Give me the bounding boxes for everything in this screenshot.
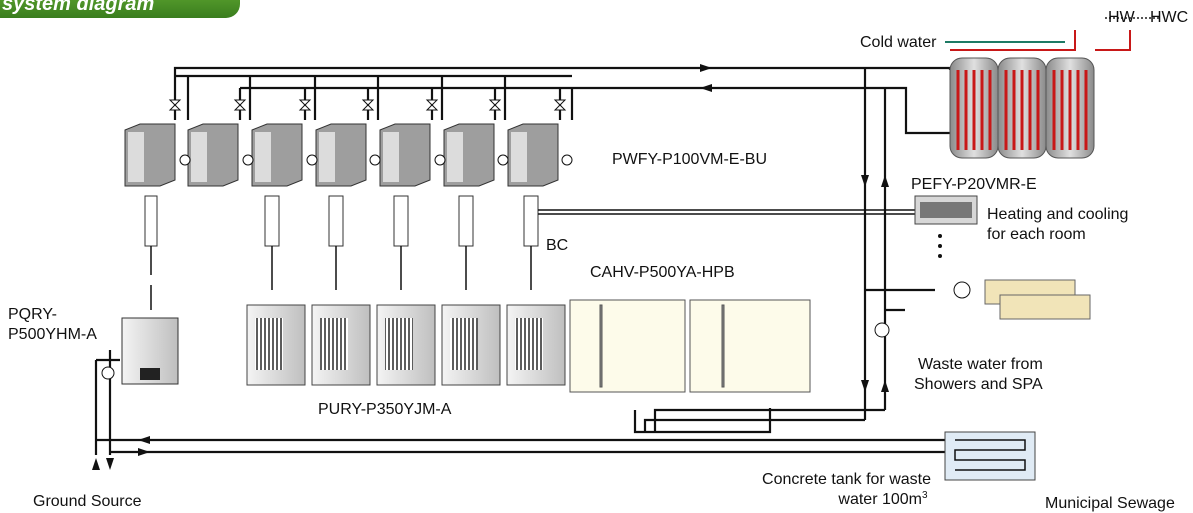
hw-label: HW	[1108, 9, 1135, 26]
heating-cooling-line1: Heating and cooling	[987, 206, 1129, 223]
header-valves	[168, 99, 567, 111]
cold-water-label: Cold water	[860, 34, 937, 51]
bc-unit-links	[150, 209, 915, 310]
pefy-indoor-unit	[914, 195, 978, 225]
pqry-label-line2: P500YHM-A	[8, 326, 97, 343]
pury-label: PURY-P350YJM-A	[318, 401, 452, 418]
pwfy-units	[124, 123, 573, 187]
cahv-label: CAHV-P500YA-HPB	[590, 264, 735, 281]
cahv-units	[569, 299, 811, 393]
hot-water-piping	[945, 17, 1160, 51]
bc-controllers	[144, 195, 539, 247]
waste-water-tank	[944, 431, 1036, 481]
waste-water-line1: Waste water from	[918, 356, 1043, 373]
pwfy-label: PWFY-P100VM-E-BU	[612, 151, 767, 168]
waste-water-line2: Showers and SPA	[914, 376, 1043, 393]
hwc-label: HWC	[1150, 9, 1189, 26]
pqry-unit	[121, 317, 179, 385]
pefy-label: PEFY-P20VMR-E	[911, 176, 1037, 193]
system-diagram-banner: system diagram	[0, 0, 240, 18]
flow-arrows	[92, 64, 889, 470]
radiators	[984, 279, 1091, 320]
ground-source-label: Ground Source	[33, 493, 142, 510]
municipal-sewage-label: Municipal Sewage	[1045, 495, 1175, 512]
bc-label: BC	[546, 237, 569, 254]
pury-outdoor-units	[246, 304, 566, 386]
pqry-label-line1: PQRY-	[8, 306, 57, 323]
concrete-tank-line2: water 100m	[838, 491, 922, 508]
hot-water-tanks	[949, 57, 1095, 159]
concrete-tank-superscript: 3	[922, 490, 928, 501]
banner-title: system diagram	[2, 0, 155, 15]
pumps	[101, 281, 971, 380]
pefy-ellipsis-dots	[938, 234, 942, 258]
heating-cooling-line2: for each room	[987, 226, 1086, 243]
concrete-tank-line1: Concrete tank for waste	[762, 471, 931, 488]
